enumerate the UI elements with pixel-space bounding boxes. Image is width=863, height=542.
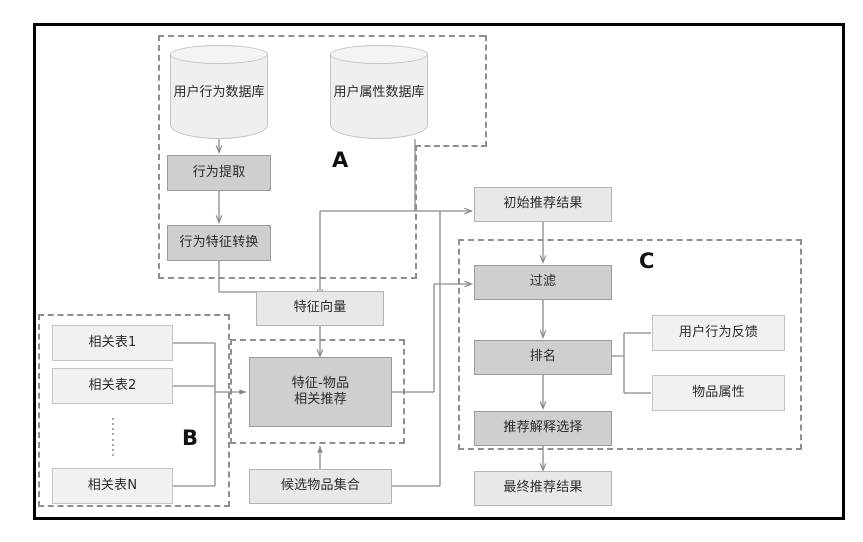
correlation-table-ellipsis bbox=[111, 418, 115, 456]
group-a-border-bottom bbox=[158, 277, 417, 279]
group-c-label: C bbox=[639, 249, 655, 273]
diagram-outer-frame bbox=[33, 23, 845, 520]
node-filter[interactable]: 过滤 bbox=[474, 265, 612, 300]
node-ranking[interactable]: 排名 bbox=[474, 340, 612, 375]
db-body bbox=[170, 54, 268, 139]
group-a-border-top bbox=[158, 35, 485, 37]
node-item-attribute[interactable]: 物品属性 bbox=[652, 375, 785, 411]
node-user-behavior-db[interactable]: 用户行为数据库 bbox=[170, 45, 268, 139]
node-label: 用户属性数据库 bbox=[333, 84, 425, 100]
group-a-border-notch bbox=[415, 145, 487, 147]
group-a-label: A bbox=[332, 148, 349, 172]
node-candidate-item-set[interactable]: 候选物品集合 bbox=[249, 469, 392, 504]
node-user-behavior-feedback[interactable]: 用户行为反馈 bbox=[652, 315, 785, 351]
node-user-attribute-db[interactable]: 用户属性数据库 bbox=[330, 45, 428, 139]
node-explanation-selection[interactable]: 推荐解释选择 bbox=[474, 411, 612, 446]
node-behavior-extraction[interactable]: 行为提取 bbox=[167, 155, 271, 191]
node-label: 用户行为数据库 bbox=[173, 84, 265, 100]
group-b-label: B bbox=[182, 426, 199, 450]
node-feature-vector[interactable]: 特征向量 bbox=[256, 291, 384, 326]
node-final-recommendation[interactable]: 最终推荐结果 bbox=[474, 471, 612, 506]
node-correlation-table-n[interactable]: 相关表N bbox=[52, 468, 173, 504]
group-a-border-right-lower bbox=[415, 145, 417, 279]
node-initial-recommendation[interactable]: 初始推荐结果 bbox=[474, 187, 612, 222]
db-top-ellipse bbox=[170, 45, 268, 64]
db-top-ellipse bbox=[330, 45, 428, 64]
group-c-border bbox=[458, 239, 802, 450]
group-b-border bbox=[38, 314, 230, 507]
group-a-border-right-upper bbox=[485, 35, 487, 147]
group-a-border-left bbox=[158, 35, 160, 279]
node-correlation-table-1[interactable]: 相关表1 bbox=[52, 325, 173, 361]
node-feature-item-recommend[interactable]: 特征-物品 相关推荐 bbox=[249, 357, 392, 427]
node-behavior-feature-transform[interactable]: 行为特征转换 bbox=[167, 225, 271, 261]
node-correlation-table-2[interactable]: 相关表2 bbox=[52, 368, 173, 404]
